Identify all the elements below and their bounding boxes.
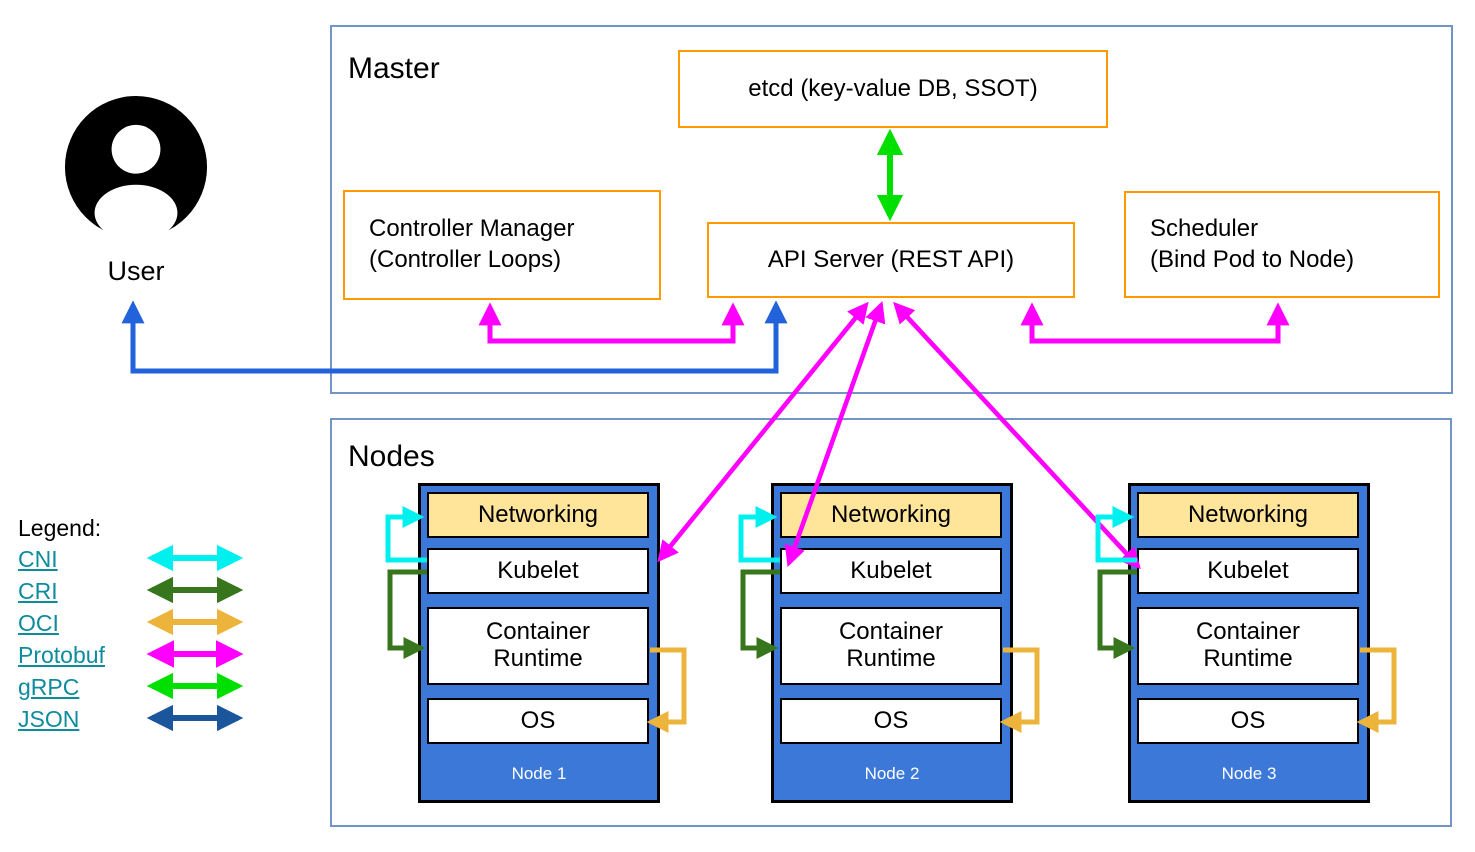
scheduler-label-line2: (Bind Pod to Node) [1150,245,1355,273]
legend-link-oci[interactable]: OCI [18,610,59,636]
legend-link-json[interactable]: JSON [18,706,80,732]
node3-name: Node 3 [1221,764,1277,783]
controller-manager-label-line2: (Controller Loops) [369,246,562,273]
legend-link-cri[interactable]: CRI [18,578,58,604]
etcd-box: etcd (key-value DB, SSOT) [678,50,1108,128]
container-runtime-label: Container Runtime [838,618,944,672]
os-label: OS [1230,706,1266,734]
controller-manager-box: Controller Manager (Controller Loops) [343,190,661,300]
container-runtime-label: Container Runtime [485,618,591,672]
legend-link-grpc[interactable]: gRPC [18,674,80,700]
kubelet-label: Kubelet [1207,556,1289,584]
nodes-title: Nodes [348,440,435,473]
master-title: Master [348,52,440,85]
node-card-1: Networking Kubelet Container Runtime OS … [418,483,660,803]
networking-label: Networking [830,500,952,528]
kubelet-label: Kubelet [497,556,579,584]
node2-container-runtime-box: Container Runtime [780,607,1002,685]
scheduler-label-line1: Scheduler [1150,214,1259,242]
etcd-label: etcd (key-value DB, SSOT) [748,74,1038,102]
node-card-3: Networking Kubelet Container Runtime OS … [1128,483,1370,803]
user-label: User [107,256,165,286]
controller-manager-label-line1: Controller Manager [369,215,575,243]
master-frame [330,25,1453,394]
api-server-label: API Server (REST API) [767,245,1015,273]
node3-container-runtime-box: Container Runtime [1137,607,1359,685]
networking-label: Networking [477,500,599,528]
legend-link-protobuf[interactable]: Protobuf [18,642,105,668]
node3-os-box: OS [1137,698,1359,744]
os-label: OS [520,706,556,734]
node1-kubelet-box: Kubelet [427,548,649,594]
node1-container-runtime-box: Container Runtime [427,607,649,685]
kubelet-label: Kubelet [850,556,932,584]
node3-networking-box: Networking [1137,492,1359,538]
nodes-frame [330,418,1452,827]
scheduler-box: Scheduler (Bind Pod to Node) [1124,191,1440,298]
node2-os-box: OS [780,698,1002,744]
node1-os-box: OS [427,698,649,744]
node1-networking-box: Networking [427,492,649,538]
node1-name: Node 1 [511,764,567,783]
node-card-2: Networking Kubelet Container Runtime OS … [771,483,1013,803]
node2-kubelet-box: Kubelet [780,548,1002,594]
networking-label: Networking [1187,500,1309,528]
node3-kubelet-box: Kubelet [1137,548,1359,594]
container-runtime-label: Container Runtime [1195,618,1301,672]
os-label: OS [873,706,909,734]
node2-name: Node 2 [864,764,920,783]
legend-title: Legend: [18,515,102,541]
legend-link-cni[interactable]: CNI [18,546,58,572]
user-icon [64,95,208,239]
api-server-box: API Server (REST API) [707,222,1075,298]
node2-networking-box: Networking [780,492,1002,538]
